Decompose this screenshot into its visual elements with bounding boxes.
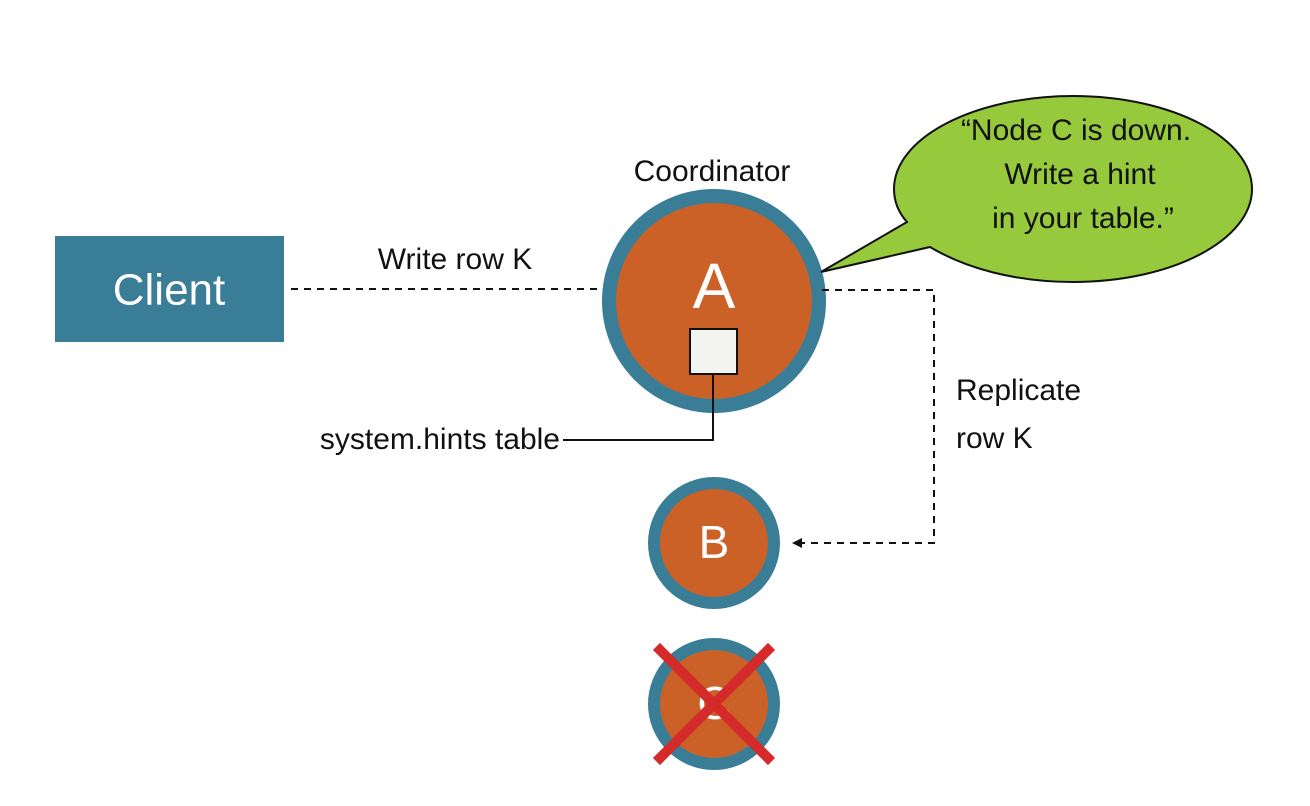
- client-node: Client: [55, 236, 284, 342]
- speech-bubble-line-2: Write a hint: [1004, 158, 1156, 191]
- down-cross-icon: [652, 642, 776, 766]
- hints-table-callout: system.hints table: [320, 375, 714, 456]
- speech-bubble-shape: [820, 94, 1254, 284]
- coordinator-node-a: A: [602, 189, 826, 413]
- node-a-label: A: [693, 250, 736, 322]
- hints-table-icon: [689, 328, 738, 375]
- speech-bubble-line-1: “Node C is down.: [961, 114, 1191, 147]
- client-box: [55, 236, 284, 342]
- replicate-arrow-line: [792, 289, 935, 548]
- hints-table-leader-line: [563, 375, 714, 441]
- replicate-arrow-label-line-2: row K: [956, 422, 1033, 455]
- replicate-arrow-label-line-1: Replicate: [956, 374, 1081, 407]
- replica-node-b: B: [648, 477, 780, 609]
- replicate-row-arrow: Replicate row K: [792, 289, 1081, 548]
- replica-node-c-down: C: [648, 638, 780, 770]
- hints-table-label: system.hints table: [320, 423, 560, 456]
- node-b-label: B: [699, 516, 730, 568]
- coordinator-caption: Coordinator: [634, 155, 791, 188]
- speech-bubble: “Node C is down. Write a hint in your ta…: [820, 94, 1254, 284]
- node-b-circle: [648, 477, 780, 609]
- cross-stroke-2: [652, 642, 776, 766]
- write-row-arrow: Write row K: [291, 243, 614, 294]
- client-label: Client: [113, 266, 226, 315]
- speech-bubble-line-3: in your table.”: [992, 202, 1174, 235]
- write-arrow-label: Write row K: [378, 243, 532, 276]
